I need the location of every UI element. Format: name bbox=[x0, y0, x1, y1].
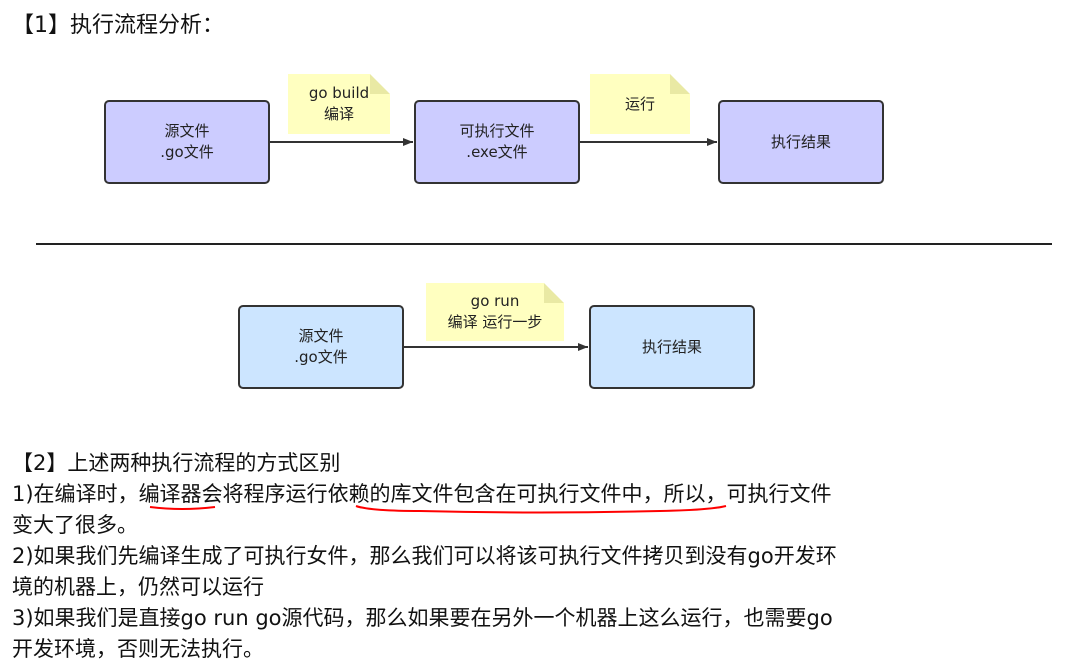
box-source-file-gorun-line1: 源文件 bbox=[298, 327, 344, 345]
box-executable-file-line1: 可执行文件 bbox=[459, 122, 535, 140]
paragraph-1-line2: 变大了很多。 bbox=[12, 513, 138, 537]
paragraph-3-line1: 3)如果我们是直接go run go源代码，那么如果要在另外一个机器上这么运行，… bbox=[12, 606, 833, 630]
note-fold bbox=[544, 283, 564, 303]
note-fold bbox=[670, 74, 690, 94]
note-go-run-line2: 编译 运行一步 bbox=[447, 313, 543, 331]
note-go-build: go build 编译 bbox=[288, 74, 390, 134]
section2-title: 【2】上述两种执行流程的方式区别 bbox=[12, 451, 341, 475]
note-go-build-line2: 编译 bbox=[323, 105, 354, 123]
p1-part-e: ，所以，可执行文件 bbox=[642, 482, 832, 506]
note-run: 运行 bbox=[590, 74, 690, 134]
box-execution-result-line1: 执行结果 bbox=[770, 132, 831, 151]
paragraph-2-line2: 境的机器上，仍然可以运行 bbox=[12, 575, 264, 599]
box-executable-file-line2: .exe文件 bbox=[466, 143, 528, 161]
box-execution-result: 执行结果 bbox=[718, 100, 884, 184]
p1-part-b-underlined: 编译器 bbox=[138, 482, 202, 506]
box-source-file-line1: 源文件 bbox=[164, 122, 210, 140]
paragraph-3-line2: 开发环境，否则无法执行。 bbox=[12, 637, 264, 661]
note-go-run: go run 编译 运行一步 bbox=[426, 283, 564, 341]
box-source-file-gorun-line2: .go文件 bbox=[294, 348, 348, 366]
p1-part-d-underlined: 依赖的库文件包含在可执行文件中 bbox=[327, 482, 643, 506]
paragraph-2-line1: 2)如果我们先编译生成了可执行女件，那么我们可以将该可执行文件拷贝到没有go开发… bbox=[12, 544, 837, 568]
note-run-line1: 运行 bbox=[624, 94, 655, 113]
box-source-file-gorun: 源文件 .go文件 bbox=[238, 305, 404, 389]
section1-title: 【1】执行流程分析： bbox=[12, 13, 224, 38]
box-source-file-line2: .go文件 bbox=[160, 143, 214, 161]
red-underline-compiler bbox=[149, 506, 216, 510]
p1-part-c: 会将程序运行 bbox=[201, 482, 328, 506]
note-fold bbox=[370, 74, 390, 94]
note-go-build-line1: go build bbox=[308, 84, 370, 102]
box-source-file: 源文件 .go文件 bbox=[104, 100, 270, 184]
note-go-run-line1: go run bbox=[470, 292, 520, 310]
section2: 【2】上述两种执行流程的方式区别 1)在编译时，编译器会将程序运行依赖的库文件包… bbox=[12, 448, 1072, 665]
red-underline-dependency bbox=[355, 505, 727, 514]
box-execution-result-gorun-line1: 执行结果 bbox=[641, 337, 702, 356]
paragraph-1-line1: 1)在编译时，编译器会将程序运行依赖的库文件包含在可执行文件中，所以，可执行文件 bbox=[12, 479, 1072, 510]
box-execution-result-gorun: 执行结果 bbox=[589, 305, 755, 389]
box-executable-file: 可执行文件 .exe文件 bbox=[414, 100, 580, 184]
p1-part-a: 1)在编译时， bbox=[12, 482, 139, 506]
